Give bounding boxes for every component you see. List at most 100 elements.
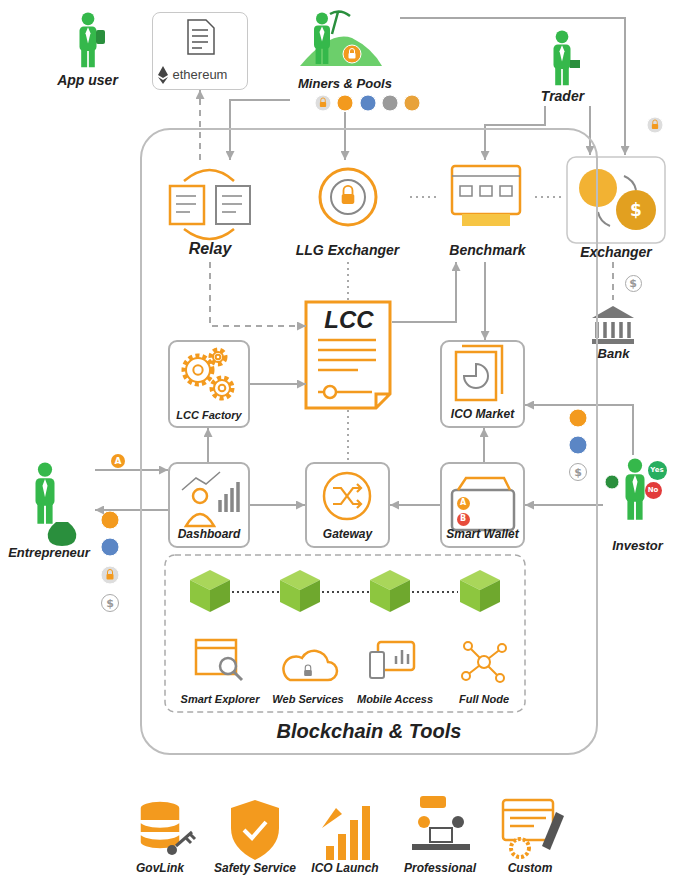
connector	[95, 509, 168, 511]
node-label: ICO Launch	[311, 862, 378, 876]
person-head	[38, 462, 52, 476]
exchanger-core	[331, 180, 365, 214]
investor-figure	[626, 458, 645, 519]
node-label: ethereum	[173, 68, 228, 83]
token-coin: A	[111, 454, 125, 468]
person-tie	[560, 45, 565, 61]
connector	[612, 262, 614, 300]
miner-figure	[314, 12, 330, 64]
magnifier-icon	[220, 658, 236, 674]
shield-icon	[231, 800, 279, 860]
module-box: Smart Wallet	[440, 462, 525, 548]
node-label: Professional	[404, 862, 476, 876]
component-node: Trader	[525, 28, 600, 106]
lcc-document	[306, 302, 390, 408]
chain-links	[232, 591, 458, 593]
connector	[250, 383, 306, 385]
node-label: LCC Factory	[176, 409, 241, 422]
person-leg	[46, 504, 53, 524]
node-label: Smart Wallet	[446, 528, 518, 542]
professional-head	[418, 816, 430, 828]
person-head	[628, 458, 642, 472]
gear-rim	[214, 380, 230, 396]
person-leg	[563, 67, 569, 85]
padlock-shackle	[108, 570, 113, 575]
desk-laptop	[430, 828, 452, 842]
app-user-figure	[80, 12, 97, 67]
bar-chart	[220, 482, 238, 512]
lock-coin	[315, 95, 331, 111]
person-body	[626, 474, 645, 502]
person-head	[82, 12, 95, 25]
dollar-coin	[616, 190, 656, 230]
padlock-icon	[342, 186, 355, 204]
person-leg	[81, 49, 87, 67]
module-box: Gateway	[305, 462, 390, 548]
custom-window	[503, 800, 553, 840]
litecoin-coin	[382, 95, 398, 111]
gear-rim	[186, 358, 210, 382]
relay-doc	[170, 186, 204, 224]
person-leg	[323, 47, 329, 64]
briefcase-icon	[570, 60, 580, 68]
component-node: GovLink	[115, 792, 205, 880]
person-leg	[555, 67, 561, 85]
network-node	[462, 672, 470, 680]
gear-hub	[193, 365, 202, 374]
token-coin: A	[457, 497, 470, 510]
padlock-shackle	[344, 186, 353, 194]
padlock-shackle	[305, 665, 311, 670]
hill-shape	[300, 37, 382, 66]
connector	[199, 90, 201, 160]
ico-pie	[464, 364, 488, 388]
cube-right	[390, 580, 410, 612]
component-node: Smart Explorer	[176, 630, 265, 708]
exchanger-ring	[320, 169, 376, 225]
connector	[392, 262, 456, 322]
padlock-shackle	[321, 98, 326, 102]
connector	[589, 106, 591, 155]
node-label: App user	[57, 72, 118, 88]
component-node: Mobile Access	[352, 630, 439, 708]
phone-icon	[96, 30, 105, 44]
padlock-icon	[304, 665, 312, 676]
lcc-seal	[324, 386, 336, 398]
node-label: Web Services	[272, 693, 343, 706]
node-label: Investor	[612, 539, 663, 554]
professional-head	[452, 816, 464, 828]
person-head	[556, 30, 569, 43]
person-body	[314, 26, 330, 49]
network-node	[478, 656, 490, 668]
padlock-body	[342, 194, 355, 204]
pencil-icon	[542, 812, 564, 850]
connector	[484, 262, 486, 340]
block-cube	[460, 570, 500, 612]
document-icon	[188, 20, 214, 54]
gear-teeth	[184, 356, 212, 384]
relay-doc	[216, 186, 250, 224]
currency-symbol: $	[624, 198, 648, 222]
currency-coin: $	[625, 275, 642, 292]
node-label: LLG Exchanger	[296, 242, 399, 258]
connector	[344, 112, 346, 160]
gear-teeth	[211, 350, 225, 364]
component-node: Safety Service	[209, 792, 302, 880]
gear-hub	[219, 385, 226, 392]
person-body	[554, 44, 571, 69]
exchanger-box	[567, 157, 665, 243]
node-label: Gateway	[323, 528, 372, 542]
component-node: Benchmark	[440, 160, 535, 262]
connector	[483, 428, 485, 462]
module-box: Dashboard	[168, 462, 250, 548]
bitcoin-coin	[569, 409, 587, 427]
padlock-icon	[349, 49, 356, 59]
entrepreneur-figure	[36, 462, 55, 523]
vote-badge: No	[645, 482, 662, 499]
bank-pillars	[597, 322, 629, 338]
connector	[485, 106, 545, 160]
connector	[390, 504, 440, 506]
cube-left	[460, 580, 480, 612]
vote-badge: Yes	[648, 461, 667, 480]
cube-left	[370, 580, 390, 612]
